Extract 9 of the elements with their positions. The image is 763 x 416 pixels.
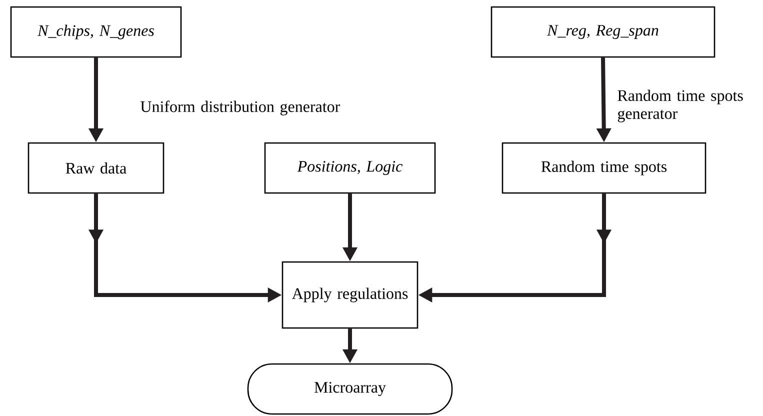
edge-label: Random time spots generator (618, 90, 743, 122)
edge-label: Uniform distribution generator (140, 100, 340, 116)
terminal-box: Microarray (247, 363, 453, 415)
process-box: N_reg, Reg_span (490, 6, 716, 58)
process-box: Apply regulations (282, 261, 418, 329)
process-box: Positions, Logic (264, 142, 436, 194)
process-box: Raw data (28, 142, 164, 194)
process-box: N_chips, N_genes (10, 6, 182, 58)
process-box: Random time spots (502, 142, 706, 194)
